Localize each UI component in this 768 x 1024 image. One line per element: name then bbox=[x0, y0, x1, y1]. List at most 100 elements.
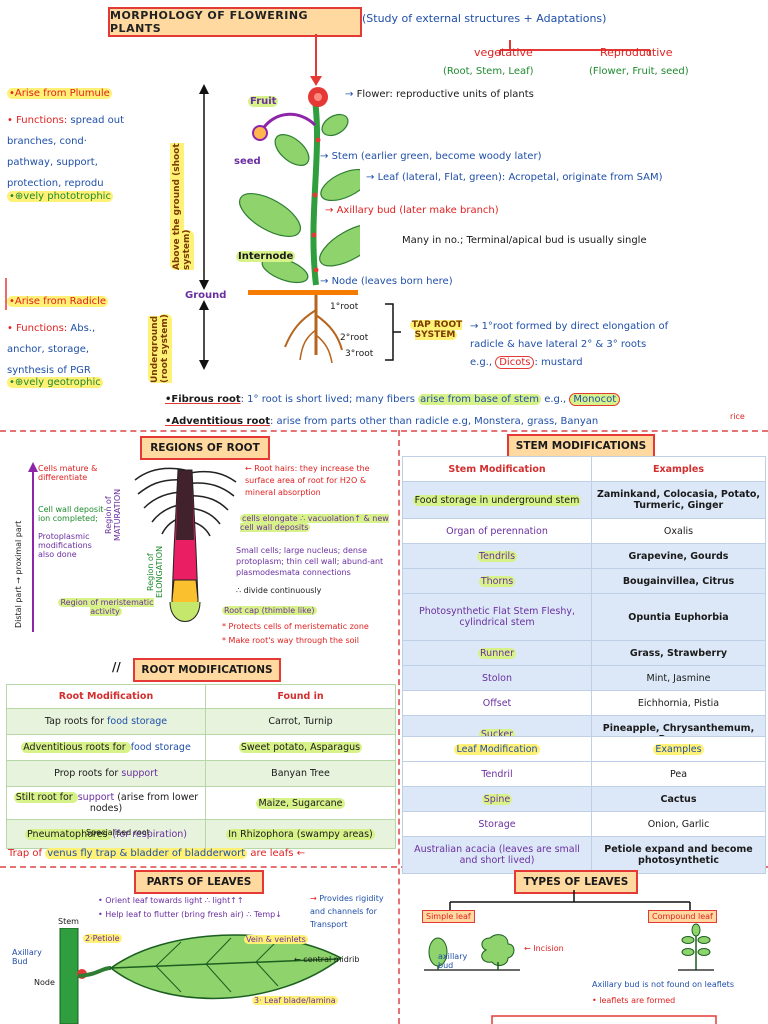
table-cell: Adventitious roots for food storage bbox=[6, 734, 206, 761]
leaflet-note-1: Axillary bud is not found on leaflets bbox=[592, 980, 734, 989]
midrib-label: ← central midrib bbox=[294, 955, 360, 964]
table-cell: Runner bbox=[402, 640, 592, 666]
table-row: Tap roots for food storage Carrot, Turni… bbox=[6, 708, 396, 735]
axillary-bud-leaf-label: Axillary Bud bbox=[12, 948, 42, 966]
table-cell: Tap roots for food storage bbox=[6, 708, 206, 735]
table-cell: Grapevine, Gourds bbox=[591, 543, 766, 569]
table-cell: Sweet potato, Asparagus bbox=[205, 734, 396, 761]
simple-leaf-label: Simple leaf bbox=[422, 910, 475, 923]
table-row: Organ of perennation Oxalis bbox=[402, 518, 766, 544]
taproot-bracket bbox=[385, 303, 401, 361]
trap-line: Trap of venus fly trap & bladder of blad… bbox=[8, 848, 306, 859]
divider-vertical bbox=[398, 430, 400, 1024]
vein-label: Vein & veinlets bbox=[244, 935, 308, 944]
compound-leaf-label: Compound leaf bbox=[648, 910, 717, 923]
petiole-label: 2·Petiole bbox=[83, 934, 122, 943]
table-row: Tendrils Grapevine, Gourds bbox=[402, 543, 766, 569]
shoot-tropic: •⊕vely phototrophic bbox=[7, 191, 113, 202]
root-modifications-table: Root Modification Found in Tap roots for… bbox=[6, 684, 396, 849]
root-side-label: Underground (root system) bbox=[148, 314, 172, 383]
header-cell: Examples bbox=[591, 736, 766, 762]
orient-note: • Orient leaf towards light ∴ light↑↑ bbox=[98, 896, 244, 905]
stem-label: → Stem (earlier green, become woody late… bbox=[320, 151, 542, 162]
vegetative-label: vegetative bbox=[474, 46, 533, 59]
root-arise: •Arise from Radicle bbox=[7, 296, 109, 307]
table-cell: Grass, Strawberry bbox=[591, 640, 766, 666]
table-cell: Oxalis bbox=[591, 518, 766, 544]
table-cell: Onion, Garlic bbox=[591, 811, 766, 837]
flower-label: → Flower: reproductive units of plants bbox=[345, 89, 534, 100]
rice-note: rice bbox=[730, 412, 745, 421]
node-label: → Node (leaves born here) bbox=[320, 276, 453, 287]
table-row: Tendril Pea bbox=[402, 761, 766, 787]
table-row: Storage Onion, Garlic bbox=[402, 811, 766, 837]
leaf-parts-illustration bbox=[59, 928, 343, 1024]
divide-note: ∴ divide continuously bbox=[236, 586, 322, 595]
axillary-bud-types-label: axillary bud bbox=[438, 952, 468, 970]
reproductive-label: Reproductive bbox=[600, 46, 673, 59]
table-cell: Food storage in underground stem bbox=[402, 481, 592, 519]
table-cell: Offset bbox=[402, 690, 592, 716]
table-cell: Zaminkand, Colocasia, Potato, Turmeric, … bbox=[591, 481, 766, 519]
root-tropic: •⊕vely geotrophic bbox=[7, 377, 103, 388]
ground-label: Ground bbox=[185, 290, 227, 301]
table-row: Prop roots for support Banyan Tree bbox=[6, 760, 396, 787]
cells-mature-note: Cells mature & differentiate bbox=[38, 464, 98, 482]
plant-illustration bbox=[239, 87, 360, 364]
table-row: Offset Eichhornia, Pistia bbox=[402, 690, 766, 716]
table-cell: In Rhizophora (swampy areas) bbox=[205, 819, 396, 849]
table-row: Stilt root for support (arise from lower… bbox=[6, 786, 396, 820]
shoot-arise: •Arise from Plumule bbox=[7, 88, 112, 99]
table-cell: Tendril bbox=[402, 761, 592, 787]
meristematic-label: Region of meristematic activity bbox=[58, 598, 154, 616]
regions-root-title: REGIONS OF ROOT bbox=[140, 436, 270, 460]
parts-leaves-title: PARTS OF LEAVES bbox=[134, 870, 264, 894]
header-cell: Root Modification bbox=[6, 684, 206, 709]
table-cell: Bougainvillea, Citrus bbox=[591, 568, 766, 594]
table-row: Stolon Mint, Jasmine bbox=[402, 665, 766, 691]
top-connectors bbox=[310, 34, 651, 86]
root-modifications-title: ROOT MODIFICATIONS bbox=[133, 658, 281, 682]
table-row: Australian acacia (leaves are small and … bbox=[402, 836, 766, 874]
bracket-line bbox=[5, 278, 7, 310]
taproot-description: → 1°root formed by direct elongation of … bbox=[470, 321, 669, 369]
table-row: Food storage in underground stem Zaminka… bbox=[402, 481, 766, 519]
cellwall-note: Cell wall deposit-ion completed; bbox=[38, 505, 107, 523]
primary-root-label: 1°root bbox=[330, 302, 359, 312]
root-tip-illustration bbox=[134, 467, 237, 622]
fibrous-root-line: •Fibrous root: 1° root is short lived; m… bbox=[165, 393, 765, 406]
table-header: Root Modification Found in bbox=[6, 684, 396, 709]
table-cell: Cactus bbox=[591, 786, 766, 812]
reproductive-sub: (Flower, Fruit, seed) bbox=[589, 66, 689, 77]
shoot-functions: • Functions: spread out branches, cond· … bbox=[7, 115, 125, 189]
table-row: Adventitious roots for food storage Swee… bbox=[6, 734, 396, 761]
table-cell: Prop roots for support bbox=[6, 760, 206, 787]
secondary-root-label: 2°root bbox=[340, 333, 369, 343]
protects-note: * Protects cells of meristematic zone bbox=[222, 622, 369, 631]
taproot-system-label: TAP ROOT SYSTEM bbox=[409, 320, 463, 340]
distal-arrow bbox=[28, 462, 38, 632]
vegetative-sub: (Root, Stem, Leaf) bbox=[443, 66, 534, 77]
root-functions: • Functions: Abs., anchor, storage, synt… bbox=[7, 323, 96, 376]
table-cell: Mint, Jasmine bbox=[591, 665, 766, 691]
table-cell: Storage bbox=[402, 811, 592, 837]
distal-proximal-label: Distal part → proximal part bbox=[14, 520, 23, 628]
page-subtitle: (Study of external structures + Adaptati… bbox=[362, 12, 607, 25]
table-row: Photosynthetic Flat Stem Fleshy, cylindr… bbox=[402, 593, 766, 641]
stem-label-leaf: Stem bbox=[58, 917, 79, 926]
table-cell: Pneumatophores (for respiration) bbox=[6, 819, 206, 849]
table-cell: Banyan Tree bbox=[205, 760, 396, 787]
leaf-label: → Leaf (lateral, Flat, green): Acropetal… bbox=[366, 172, 663, 183]
seed-label: seed bbox=[234, 156, 261, 167]
many-label: Many in no.; Terminal/apical bud is usua… bbox=[402, 235, 647, 246]
make-way-note: * Make root's way through the soil bbox=[222, 636, 359, 645]
stem-modifications-table: Stem Modification Examples Food storage … bbox=[402, 456, 766, 753]
table-cell: Petiole expand and become photosynthetic bbox=[591, 836, 766, 874]
ground-axis-arrows bbox=[199, 84, 209, 370]
table-cell: Thorns bbox=[402, 568, 592, 594]
table-cell: Stilt root for support (arise from lower… bbox=[6, 786, 206, 820]
table-cell: Maize, Sugarcane bbox=[205, 786, 396, 820]
table-cell: Tendrils bbox=[402, 543, 592, 569]
types-leaves-title: TYPES OF LEAVES bbox=[514, 870, 638, 894]
fruit-label: Fruit bbox=[248, 96, 279, 107]
